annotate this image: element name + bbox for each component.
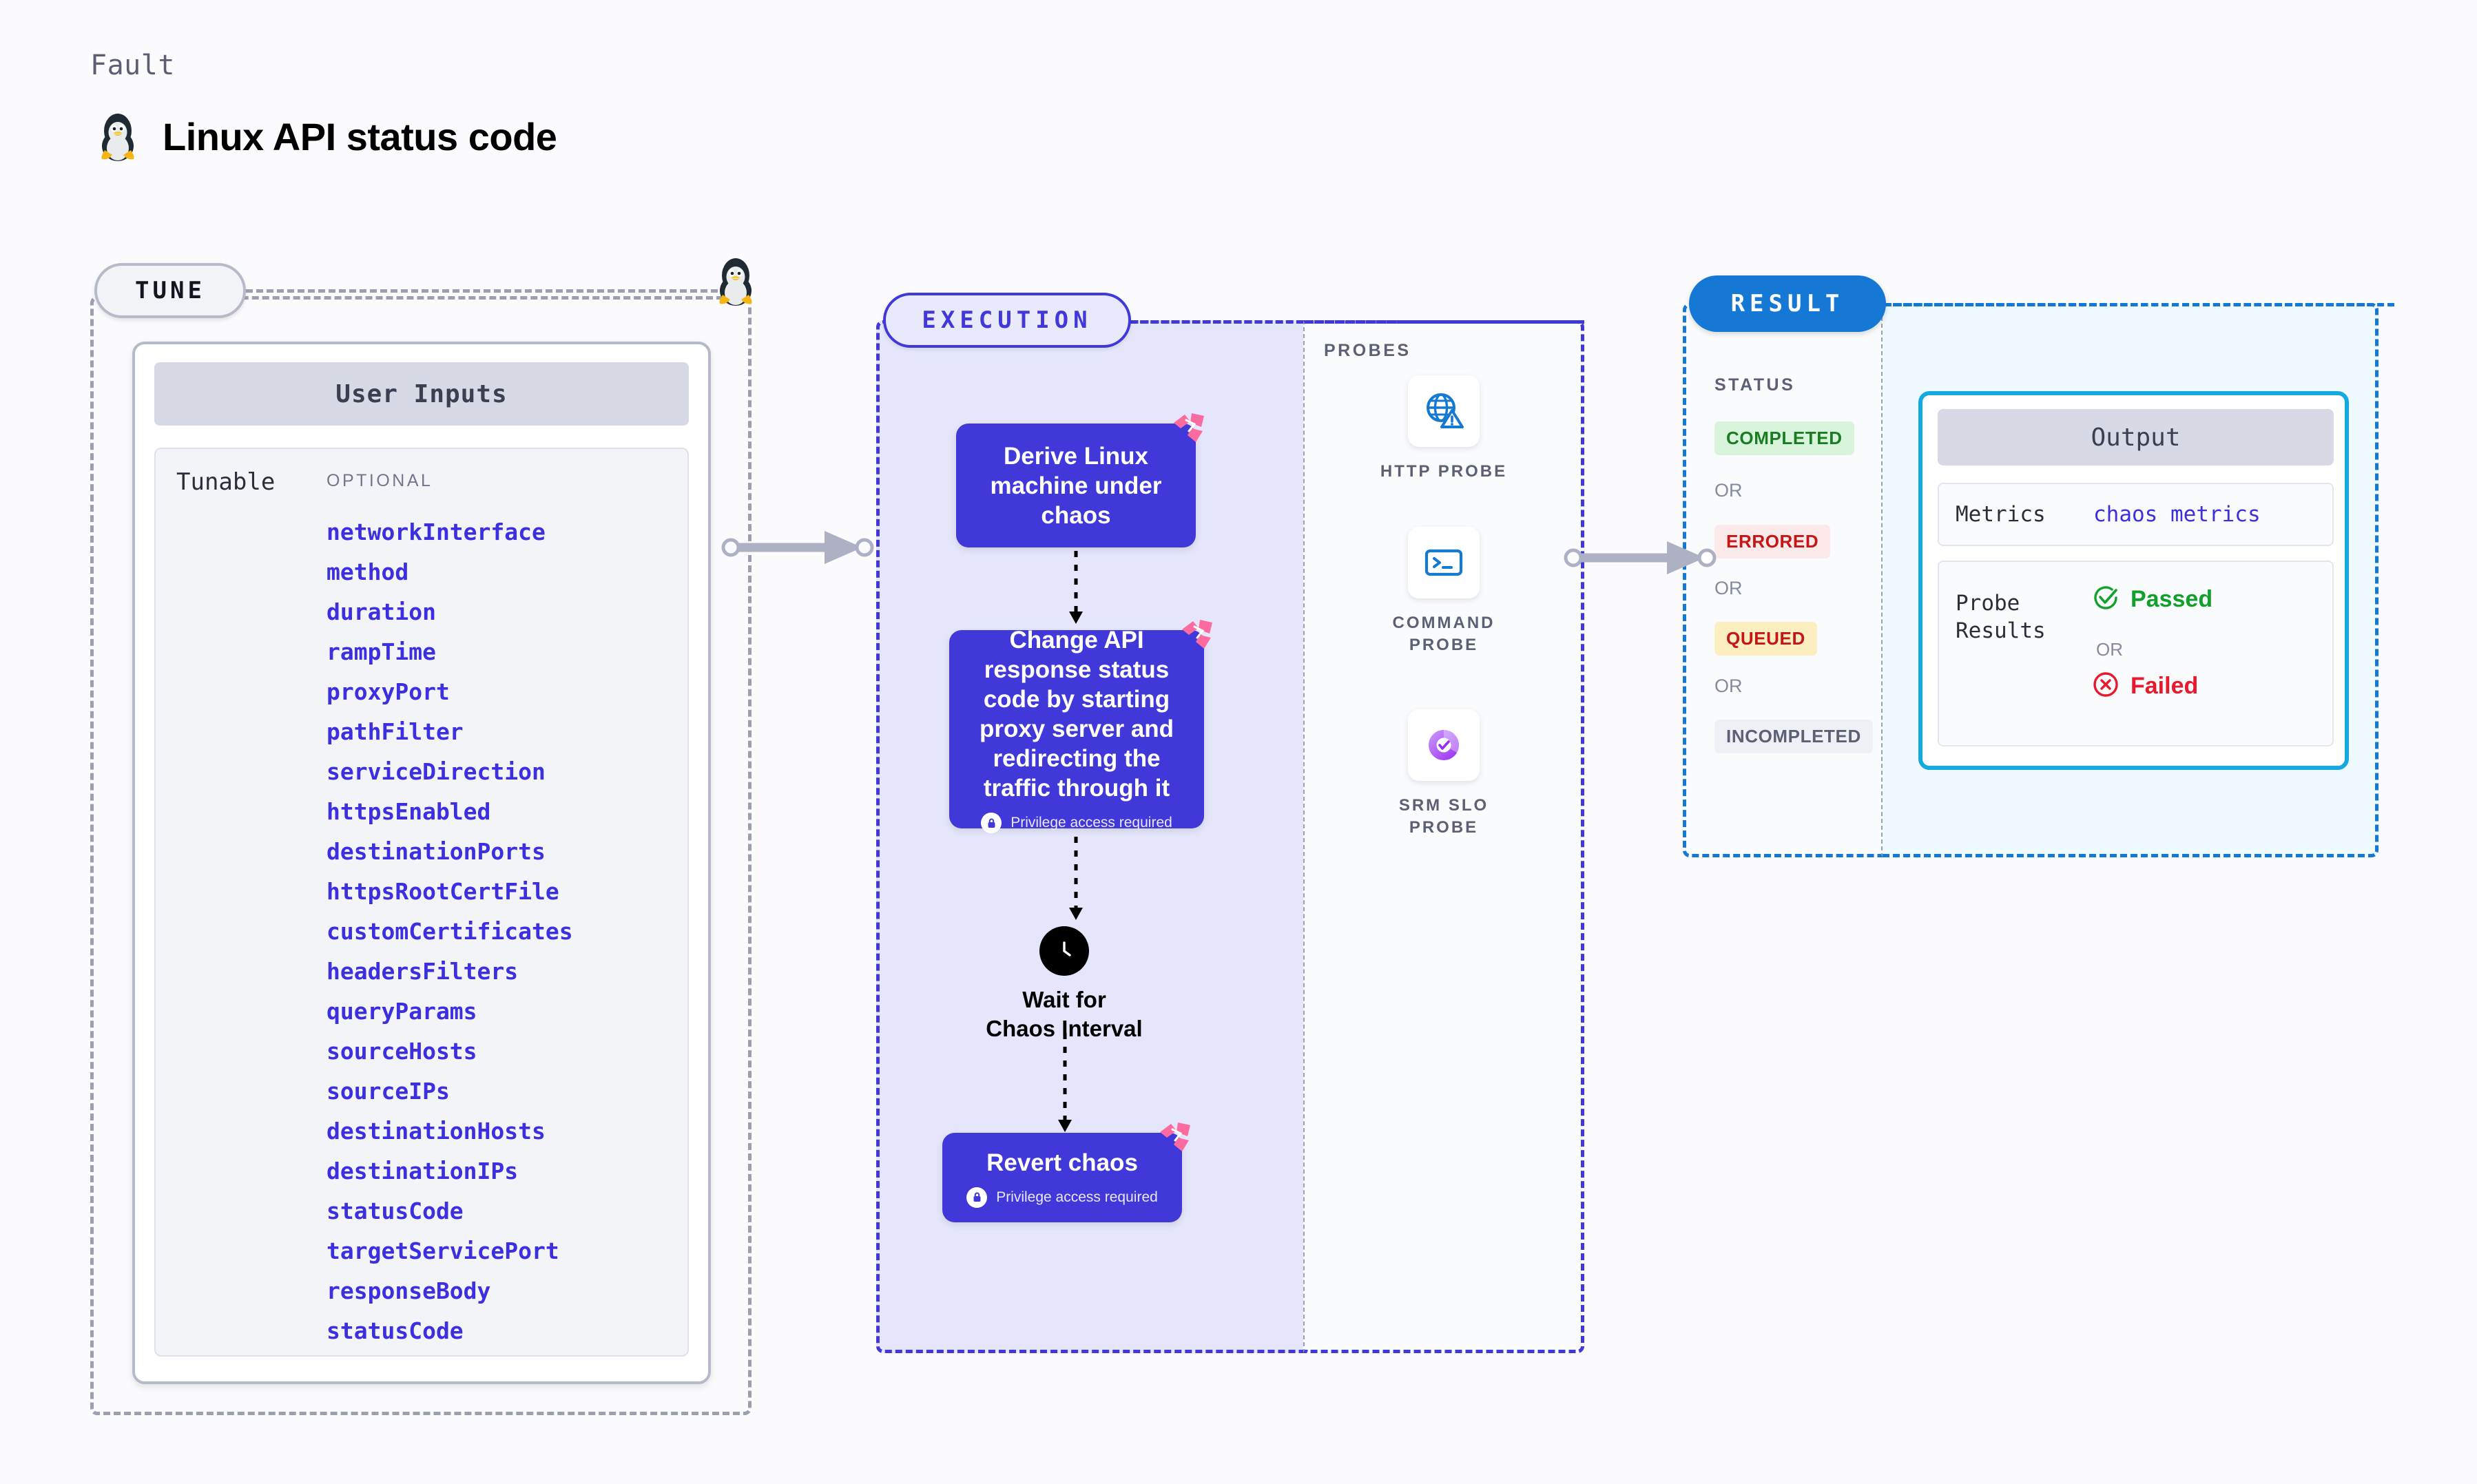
lock-icon <box>966 1187 988 1208</box>
tunable-item[interactable]: destinationPorts <box>327 838 546 865</box>
or-separator: OR <box>1714 480 1743 501</box>
page-title-row: Linux API status code <box>96 110 557 163</box>
x-circle-icon <box>2092 671 2120 702</box>
tunable-item[interactable]: customCertificates <box>327 918 573 945</box>
probe-label: HTTP PROBE <box>1380 462 1508 481</box>
tune-stage-panel <box>90 296 752 1415</box>
node-label: Derive Linux machine under chaos <box>990 442 1162 529</box>
tunable-item[interactable]: sourceIPs <box>327 1078 450 1105</box>
output-header: Output <box>1938 409 2334 466</box>
user-inputs-header: User Inputs <box>154 362 689 426</box>
passed-label: Passed <box>2131 586 2213 612</box>
probe-result-failed: Failed <box>2092 671 2198 702</box>
clock-icon <box>1039 926 1089 976</box>
tunable-item[interactable]: pathFilter <box>327 718 464 745</box>
tunable-group: Tunable OPTIONAL networkInterface method d… <box>154 448 689 1357</box>
execution-stage-badge[interactable]: EXECUTION <box>883 293 1131 348</box>
tunable-item[interactable]: networkInterface <box>327 519 546 545</box>
tunable-item[interactable]: statusCode <box>327 1317 464 1344</box>
output-card: Output Metrics chaos metrics Probe Resul… <box>1918 391 2349 770</box>
probe-item-http[interactable]: HTTP PROBE <box>1368 375 1520 483</box>
probe-item-command[interactable]: COMMAND PROBE <box>1368 527 1520 656</box>
execution-node-revert-chaos[interactable]: Revert chaos Privilege access required <box>942 1122 1190 1222</box>
probe-label: COMMAND PROBE <box>1392 614 1495 654</box>
execution-node-change-status[interactable]: Change API response status code by start… <box>949 620 1212 833</box>
status-badge-errored: ERRORED <box>1714 525 1831 558</box>
result-stage-badge[interactable]: RESULT <box>1689 275 1886 332</box>
probe-item-srm-slo[interactable]: SRM SLO PROBE <box>1368 709 1520 839</box>
connector-tune-to-execution <box>721 527 880 572</box>
or-separator: OR <box>2096 639 2123 660</box>
status-title: STATUS <box>1714 375 1796 395</box>
linux-penguin-icon <box>96 110 139 163</box>
terminal-icon <box>1408 527 1480 598</box>
tunable-item[interactable]: headersFilters <box>327 958 519 985</box>
result-connector-line <box>1885 303 2394 306</box>
result-status-panel <box>1683 303 1883 857</box>
tunable-item[interactable]: destinationHosts <box>327 1118 546 1145</box>
probes-title: PROBES <box>1324 341 1411 360</box>
execution-node-derive[interactable]: Derive Linux machine under chaos <box>956 413 1204 547</box>
probe-result-passed: Passed <box>2092 584 2212 615</box>
node-label: Change API response status code by start… <box>979 627 1174 802</box>
output-probe-results-row: Probe Results Passed OR Failed <box>1938 561 2334 746</box>
tunable-item[interactable]: serviceDirection <box>327 758 546 785</box>
linux-penguin-icon <box>714 255 757 307</box>
chaos-badge-icon <box>1157 1120 1193 1156</box>
status-badge-completed: COMPLETED <box>1714 421 1854 455</box>
check-circle-icon <box>2092 584 2120 615</box>
tunable-item[interactable]: sourceHosts <box>327 1038 477 1065</box>
or-separator: OR <box>1714 578 1743 598</box>
tunable-item[interactable]: targetServicePort <box>327 1237 559 1264</box>
privilege-notice: Privilege access required <box>981 813 1172 833</box>
execution-arrow-3 <box>1054 1033 1076 1138</box>
metrics-value[interactable]: chaos metrics <box>2093 502 2261 527</box>
tunable-item[interactable]: responseBody <box>327 1277 491 1304</box>
tunable-item[interactable]: queryParams <box>327 998 477 1025</box>
tunable-item[interactable]: httpsRootCertFile <box>327 878 559 905</box>
tune-connector-line <box>246 289 728 293</box>
execution-node-wait-for-chaos[interactable]: Wait for Chaos Interval <box>985 926 1143 1043</box>
metrics-key-label: Metrics <box>1956 502 2046 527</box>
chaos-badge-icon <box>1171 410 1207 446</box>
srm-slo-icon <box>1408 709 1480 781</box>
or-separator: OR <box>1714 676 1743 696</box>
status-badge-incompleted: INCOMPLETED <box>1714 720 1873 753</box>
tune-stage-badge[interactable]: TUNE <box>94 263 246 318</box>
tunable-item[interactable]: proxyPort <box>327 678 450 705</box>
globe-warning-icon <box>1408 375 1480 447</box>
tunable-group-label: Tunable <box>176 468 276 496</box>
connector-execution-to-result <box>1564 537 1722 582</box>
tunable-item[interactable]: duration <box>327 598 436 625</box>
output-metrics-row: Metrics chaos metrics <box>1938 483 2334 546</box>
execution-arrow-2 <box>1065 837 1087 926</box>
node-label: Revert chaos <box>986 1149 1138 1176</box>
probe-label: SRM SLO PROBE <box>1398 796 1489 837</box>
tunable-item[interactable]: destinationIPs <box>327 1158 519 1184</box>
tunable-item[interactable]: httpsEnabled <box>327 798 491 825</box>
fault-eyebrow-label: Fault <box>90 50 175 81</box>
lock-icon <box>981 813 1002 833</box>
tunable-item[interactable]: statusCode <box>327 1198 464 1224</box>
chaos-badge-icon <box>1179 617 1215 653</box>
user-inputs-card: User Inputs Tunable OPTIONAL networkInte… <box>132 342 711 1384</box>
execution-connector-line <box>1130 320 1584 324</box>
tunable-item[interactable]: rampTime <box>327 638 436 665</box>
privilege-notice: Privilege access required <box>966 1187 1158 1208</box>
execution-arrow-1 <box>1065 551 1087 630</box>
status-badge-queued: QUEUED <box>1714 622 1817 656</box>
optional-label: OPTIONAL <box>327 471 433 490</box>
probe-results-key-label: Probe Results <box>1956 591 2046 643</box>
privilege-label: Privilege access required <box>1011 815 1172 830</box>
tunable-list: networkInterface method duration rampTime pr… <box>327 512 573 1351</box>
page-title: Linux API status code <box>163 114 557 158</box>
tunable-item[interactable]: method <box>327 558 409 585</box>
failed-label: Failed <box>2131 673 2199 699</box>
privilege-label: Privilege access required <box>996 1189 1158 1205</box>
